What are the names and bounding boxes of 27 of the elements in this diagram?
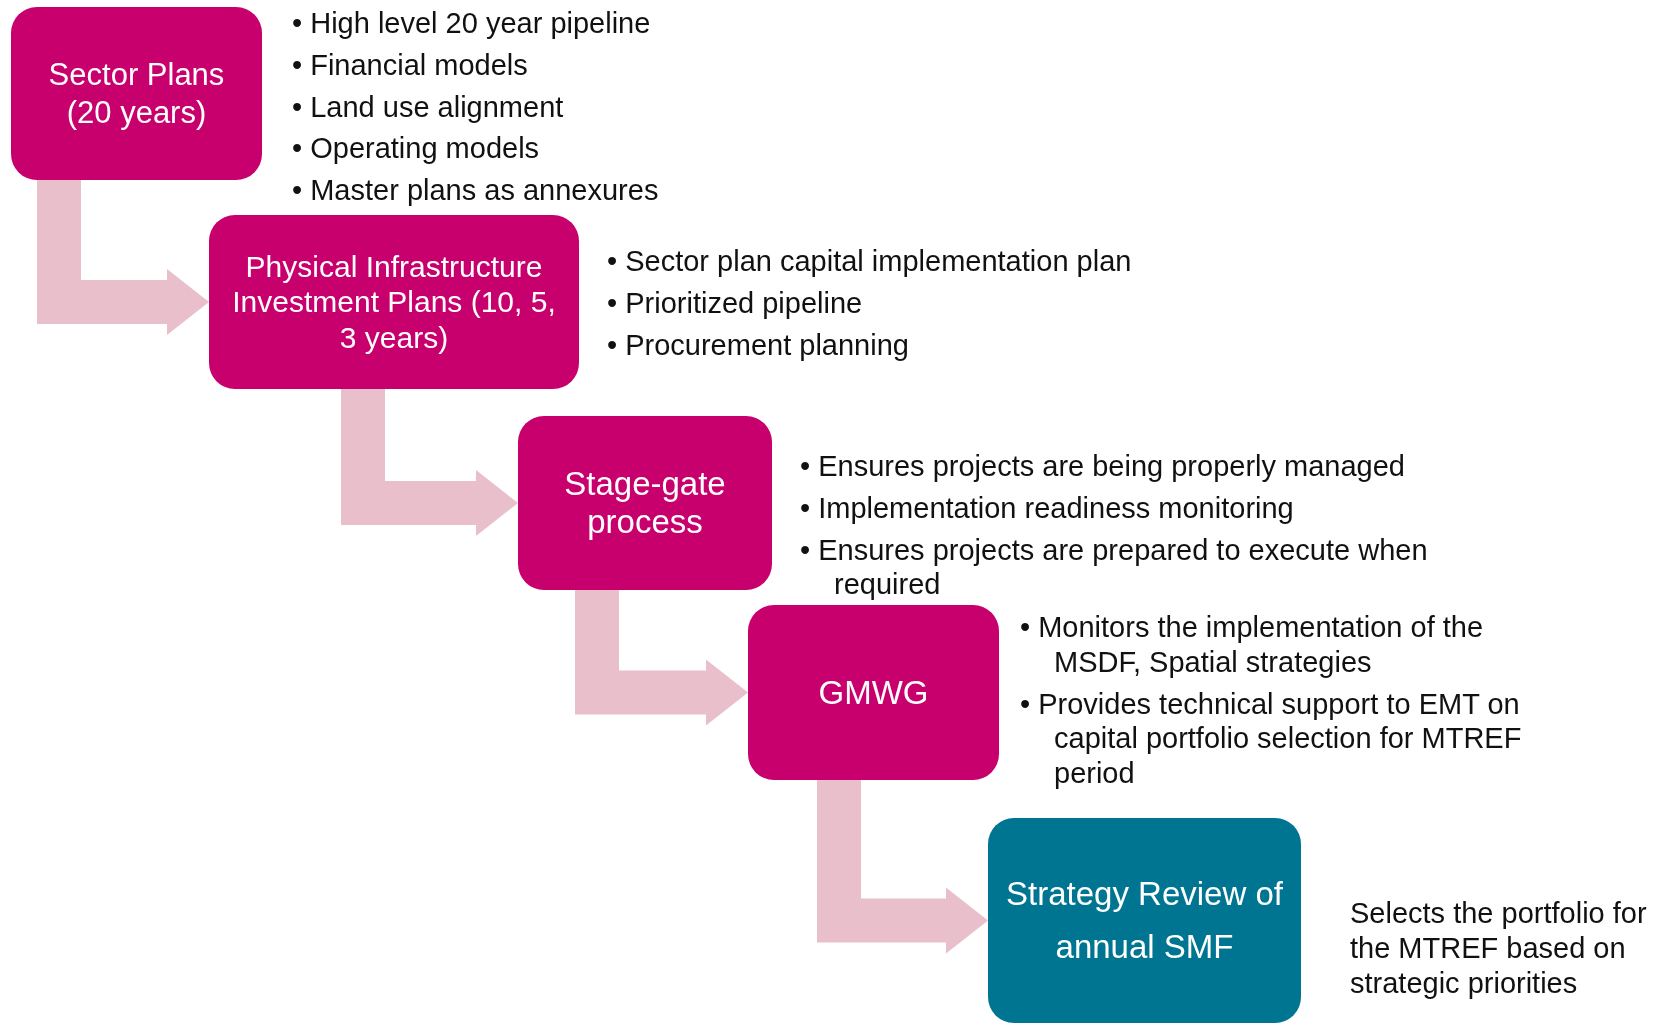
bullet-item: • Implementation readiness monitoring (800, 490, 1295, 526)
process-box (11, 7, 262, 180)
bent-arrow (37, 180, 209, 335)
process-box (988, 818, 1301, 1023)
process-box (518, 416, 772, 590)
box-label: Physical Infrastructure Investment Plans (10, 5, 3 years) (231, 248, 557, 356)
bullet-item: • Monitors the implementation of the MSDF, Spatial strategies (1020, 610, 1485, 680)
process-box (748, 605, 999, 780)
bullet-item: • Provides technical support to EMT on capital portfolio selection for MTREF period (1020, 686, 1523, 791)
bullet-item: • High level 20 year pipeline (292, 6, 652, 41)
process-box (209, 215, 579, 389)
bullet-item: • Master plans as annexures (292, 173, 660, 208)
box-label: GMWG (818, 673, 929, 712)
bullet-item: • Land use alignment (292, 89, 565, 125)
bullet-item: • Prioritized pipeline (607, 285, 864, 321)
bullet-item: • Ensures projects are being properly managed (800, 449, 1406, 484)
bullet-item: • Operating models (292, 131, 541, 167)
box-label: Strategy Review of annual SMF (1005, 873, 1284, 967)
bullet-item: • Procurement planning (607, 327, 910, 363)
bent-arrow (575, 590, 748, 726)
bullet-item: • Financial models (292, 47, 529, 83)
note-text: Selects the portfolio for the MTREF based on strategic priorities (1350, 896, 1648, 1001)
bent-arrow (341, 389, 518, 536)
bullet-item: • Sector plan capital implementation plan (607, 244, 1133, 279)
bullet-item: • Ensures projects are prepared to execute when required (800, 532, 1429, 603)
box-label: Sector Plans (20 years) (47, 56, 226, 131)
box-label: Stage-gate process (563, 465, 727, 541)
